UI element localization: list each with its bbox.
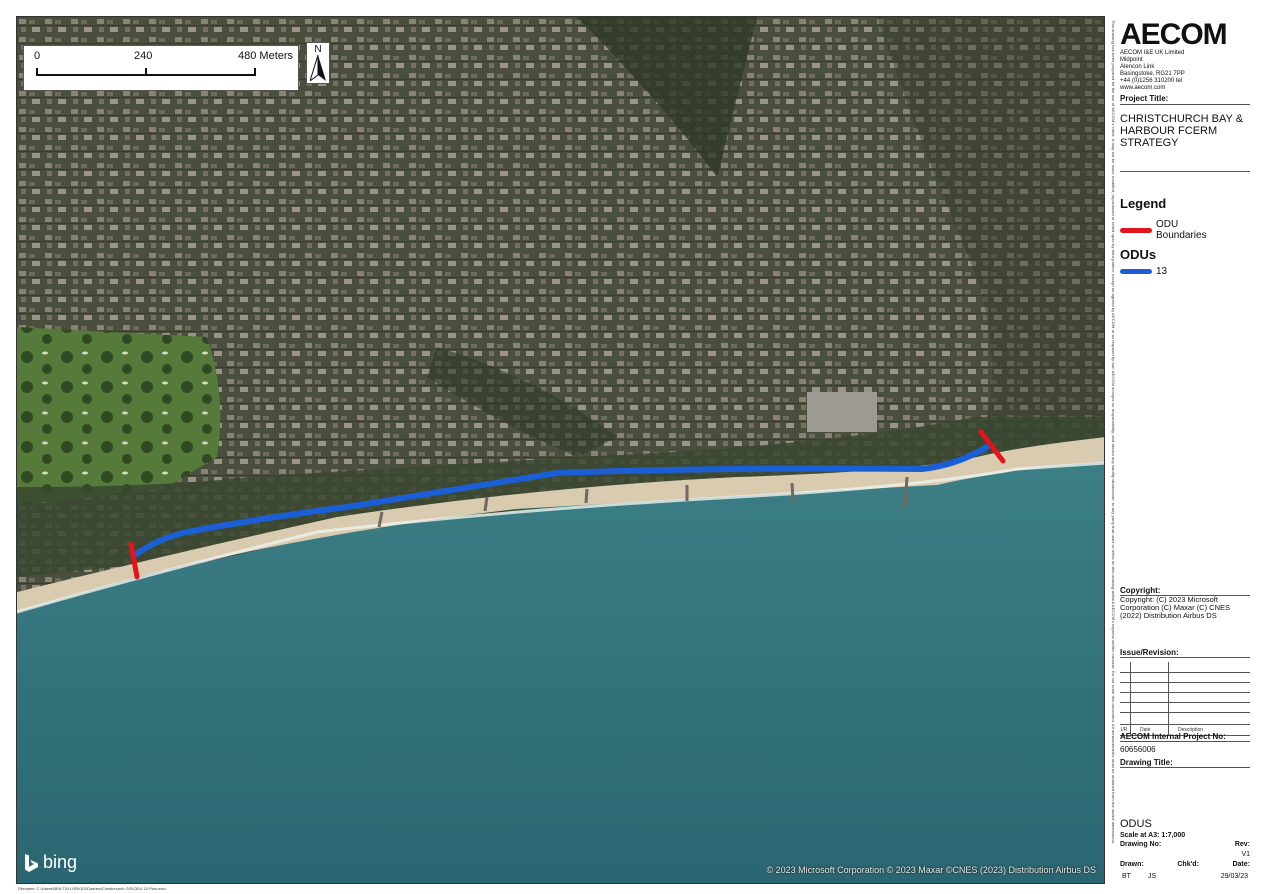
date-value: 29/03/23 <box>1220 873 1248 880</box>
drawn-label: Drawn: <box>1120 861 1144 868</box>
disclaimer-strip: This drawing has been prepared for the u… <box>1108 18 1118 884</box>
copyright-heading: Copyright: <box>1120 586 1161 595</box>
address-line: Basingstoke, RG21 7PP <box>1120 71 1185 77</box>
copyright-block: Copyright: Copyright: (C) 2023 Microsoft… <box>1120 584 1250 620</box>
scale-tick-label: 0 <box>34 50 41 62</box>
revision-block: Issue/Revision: I/R Date Description <box>1120 646 1250 736</box>
address-line: www.aecom.com <box>1120 85 1166 91</box>
scale-tick <box>36 68 38 76</box>
project-title: CHRISTCHURCH BAY & HARBOUR FCERM STRATEG… <box>1120 113 1244 149</box>
revision-table: I/R Date Description <box>1120 662 1250 736</box>
internal-project-block: AECOM Internal Project No: 60656006 Draw… <box>1120 730 1250 768</box>
odu-boundary-west <box>128 541 140 580</box>
scale-tick <box>145 68 147 76</box>
issue-revision-heading: Issue/Revision: <box>1120 648 1179 657</box>
north-letter: N <box>314 44 322 55</box>
drawing-title: ODUS <box>1120 818 1152 830</box>
legend-item-odu-13: 13 <box>1120 266 1254 277</box>
date-label: Date: <box>1232 861 1250 868</box>
rev-col-line <box>1130 662 1131 736</box>
legend-swatch-blue <box>1120 269 1152 274</box>
scale-tick <box>254 68 256 76</box>
internal-project-no: 60656006 <box>1120 745 1156 754</box>
rev-col-label: Date <box>1140 727 1151 733</box>
divider <box>1120 767 1250 768</box>
footer-file-path: Filename: C:\Users\BEN.TAYLOR\GIS\Dashes… <box>18 886 166 891</box>
internal-project-heading: AECOM Internal Project No: <box>1120 732 1226 741</box>
drawn-row: Drawn: Chk'd: Date: <box>1120 861 1250 868</box>
rev-row-line <box>1120 724 1250 725</box>
aecom-logo: AECOM <box>1120 18 1228 51</box>
address-line: Midpoint <box>1120 57 1143 63</box>
odus-heading: ODUs <box>1120 247 1157 262</box>
map-attribution: © 2023 Microsoft Corporation © 2023 Maxa… <box>766 865 1096 875</box>
drawing-title-heading: Drawing Title: <box>1120 758 1173 767</box>
rev-col-label: I/R <box>1121 727 1128 733</box>
copyright-text: Copyright: (C) 2023 Microsoft Corporatio… <box>1120 595 1231 620</box>
rev-row-line <box>1120 692 1250 693</box>
drawing-no-row: Drawing No: Rev: <box>1120 841 1250 848</box>
scale-tick-label: 480 Meters <box>238 50 294 62</box>
divider <box>1120 741 1250 742</box>
drawn-value: BT <box>1122 873 1131 880</box>
disclaimer-text: This drawing has been prepared for the u… <box>1111 20 1116 845</box>
rev-label: Rev: <box>1234 841 1250 848</box>
address-line: Alencon Link <box>1120 64 1155 70</box>
rev-row-line <box>1120 672 1250 673</box>
scale-tick-label: 240 <box>134 50 153 62</box>
legend-swatch-red <box>1120 227 1152 233</box>
checked-value: JS <box>1148 873 1157 880</box>
scale-text: Scale at A3: 1:7,000 <box>1120 832 1186 839</box>
rev-row-line <box>1120 712 1250 713</box>
map-view[interactable]: 0 240 480 Meters N bing © 2023 Microsoft… <box>16 16 1105 884</box>
checked-label: Chk'd: <box>1177 861 1199 868</box>
bing-logo-text: bing <box>43 852 78 872</box>
legend-label: ODU Boundaries <box>1156 219 1207 241</box>
rev-value: V1 <box>1241 851 1250 858</box>
title-block: AECOM AECOM I&E UK Limited Midpoint Alen… <box>1120 18 1254 884</box>
drawing-no-label: Drawing No: <box>1120 841 1162 848</box>
rev-row-line <box>1120 682 1250 683</box>
scale-bar: 0 240 480 Meters <box>23 45 299 91</box>
legend-label: 13 <box>1156 266 1168 277</box>
aerial-imagery[interactable] <box>17 17 1105 884</box>
divider <box>1120 595 1250 596</box>
divider <box>1120 104 1250 105</box>
north-arrow: N <box>306 42 330 84</box>
bing-logo: bing <box>25 852 77 873</box>
divider <box>1120 171 1250 172</box>
legend-heading: Legend <box>1120 196 1167 211</box>
address-line: AECOM I&E UK Limited <box>1120 50 1185 56</box>
rev-col-line <box>1168 662 1169 736</box>
odu-boundary-east <box>978 429 1006 464</box>
address-line: +44 (0)1256 310200 tel <box>1120 78 1183 84</box>
rev-col-label: Description <box>1178 727 1204 733</box>
project-title-heading: Project Title: <box>1120 94 1169 103</box>
rev-row-line <box>1120 702 1250 703</box>
company-address: AECOM I&E UK Limited Midpoint Alencon Li… <box>1120 50 1254 92</box>
north-arrow-icon <box>309 54 326 83</box>
legend-item-odu-boundaries: ODU Boundaries <box>1120 219 1254 241</box>
bing-logo-icon <box>25 853 38 872</box>
odu-line-13 <box>132 444 990 558</box>
divider <box>1120 657 1250 658</box>
